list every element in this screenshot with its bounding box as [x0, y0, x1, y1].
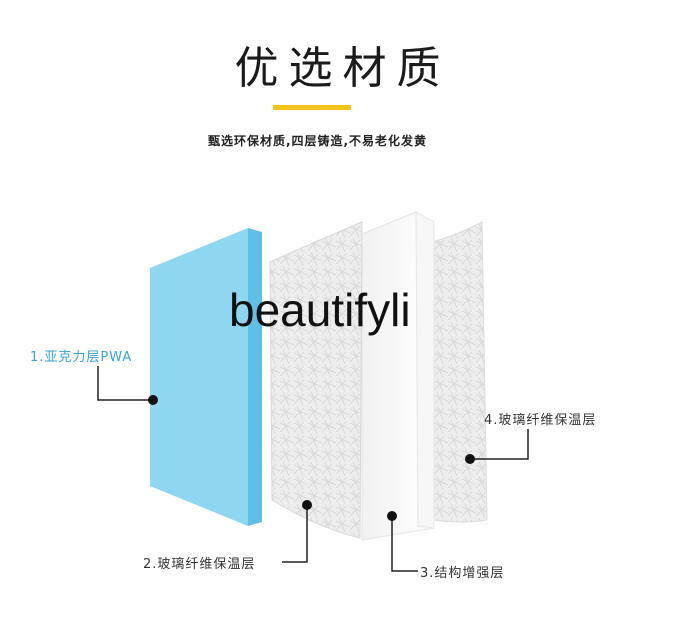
layer-3-label: 3.结构增强层 [420, 566, 505, 581]
layer-1-leader-dot [148, 395, 158, 405]
layer-1-acrylic-face [150, 228, 248, 526]
layer-1-acrylic-side [248, 228, 262, 526]
title-underline [273, 105, 351, 110]
layer-2-fiber-sheet [269, 221, 363, 539]
subtitle: 甄选环保材质,四层铸造,不易老化发黄 [207, 134, 428, 148]
layer-3-leader-line [391, 517, 418, 572]
layer-3-panel-edge [415, 211, 435, 529]
layer-4-leader-dot [465, 454, 475, 464]
layer-4-label: 4.玻璃纤维保温层 [484, 413, 597, 428]
page-title: 优选材质 [234, 43, 451, 94]
layer-2-leader-dot [302, 500, 312, 510]
layer-2-leader-line [282, 507, 308, 563]
layer-2-label: 2.玻璃纤维保温层 [143, 557, 256, 572]
layer-3-leader-dot [387, 511, 397, 521]
layer-4-fiber-sheet [431, 221, 488, 523]
watermark-text: beautifyli [229, 284, 411, 336]
layer-1-label: 1.亚克力层PWA [30, 350, 133, 365]
layer-4-leader-line [472, 429, 529, 460]
layer-1-leader-line [97, 366, 152, 401]
